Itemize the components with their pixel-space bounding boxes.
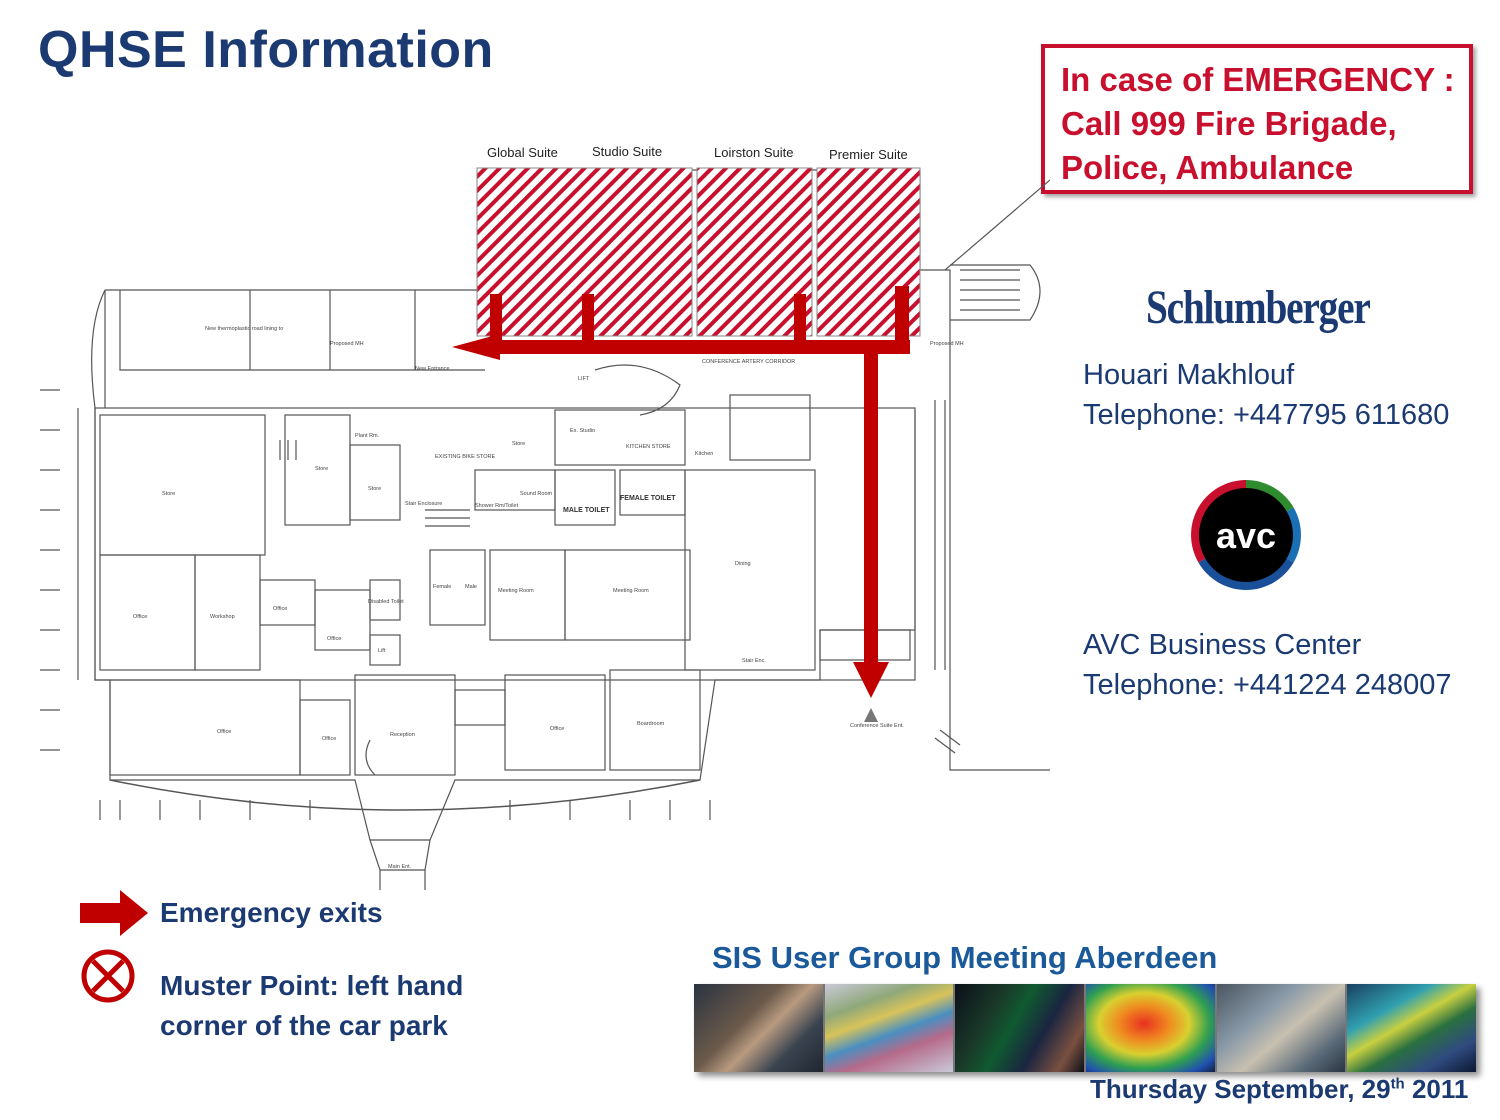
exit-marker — [864, 708, 878, 722]
room-label: Disabled Toilet — [368, 599, 404, 605]
photo-people — [694, 984, 823, 1072]
corridor-label: CONFERENCE ARTERY CORRIDOR — [702, 359, 795, 365]
emergency-line-3: Police, Ambulance — [1061, 149, 1354, 186]
suite-label-loirston: Loirston Suite — [714, 145, 794, 160]
room-label: Proposed MH — [330, 341, 364, 347]
room-label: Lift — [378, 648, 386, 654]
meeting-date-suffix: th — [1390, 1075, 1405, 1093]
room-label: KITCHEN STORE — [626, 444, 671, 450]
room-label: Store — [512, 441, 525, 447]
room-label: Office — [550, 726, 564, 732]
photo-seismic — [824, 984, 954, 1072]
room-label: Office — [322, 736, 336, 742]
room-label: Dining — [735, 561, 751, 567]
right-arrow-icon — [80, 890, 148, 936]
room-label: Store — [162, 491, 175, 497]
room-label: New thermoplastic road lining to — [205, 326, 283, 332]
emergency-notice: In case of EMERGENCY : Call 999 Fire Bri… — [1041, 44, 1473, 194]
avc-logo-text: avc — [1216, 515, 1276, 556]
exit-arrow-left — [452, 334, 500, 360]
room-label: Female — [433, 584, 451, 590]
room-label: Stair Enclosure — [405, 501, 442, 507]
room-label: Sound Room — [520, 491, 553, 497]
contact-person-name: Houari Makhlouf — [1083, 359, 1295, 391]
room-label: Kitchen — [695, 451, 713, 457]
room-label: EXISTING BIKE STORE — [435, 454, 495, 460]
room-label: Meeting Room — [613, 588, 649, 594]
room-label: Office — [133, 614, 147, 620]
floor-plan: Global Suite Studio Suite Loirston Suite… — [40, 144, 1050, 890]
room-label: Store — [368, 486, 381, 492]
photo-control-room — [955, 984, 1085, 1072]
meeting-title: SIS User Group Meeting Aberdeen — [712, 940, 1218, 975]
room-label: Shower Rm/Toilet — [475, 503, 519, 509]
photo-team-review — [1216, 984, 1346, 1072]
room-label: Workshop — [210, 614, 235, 620]
female-toilet-label: FEMALE TOILET — [620, 495, 676, 502]
business-name: AVC Business Center — [1083, 629, 1362, 661]
room-label: Male — [465, 584, 477, 590]
conference-entrance-label: Conference Suite Ent. — [850, 723, 904, 729]
room-label: Meeting Room — [498, 588, 534, 594]
meeting-date: Thursday September, 29th 2011 — [1090, 1074, 1468, 1105]
meeting-date-prefix: Thursday September, 29 — [1090, 1074, 1391, 1104]
room-label: Plant Rm. — [355, 433, 380, 439]
legend-muster-line-2: corner of the car park — [160, 1010, 448, 1041]
photo-strip — [694, 984, 1477, 1072]
exit-arrow-down — [853, 662, 889, 698]
meeting-date-year: 2011 — [1404, 1074, 1469, 1104]
room-label: LIFT — [578, 376, 590, 382]
business-phone: Telephone: +441224 248007 — [1083, 669, 1452, 701]
suite-label-global: Global Suite — [487, 145, 558, 160]
room-label: Ex. Studio — [570, 428, 595, 434]
photo-reservoir-model — [1086, 984, 1215, 1072]
new-entrance-label: New Entrance — [415, 366, 450, 372]
suite-label-premier: Premier Suite — [829, 147, 908, 162]
photo-visualization — [1347, 984, 1477, 1072]
room-label: Office — [327, 636, 341, 642]
legend-exits-label: Emergency exits — [160, 897, 383, 928]
contact-person-phone: Telephone: +447795 611680 — [1083, 399, 1450, 431]
suite-label-studio: Studio Suite — [592, 144, 662, 159]
page-title: QHSE Information — [38, 21, 494, 79]
avc-logo: avc — [1191, 480, 1301, 590]
room-label: Proposed MH — [930, 341, 964, 347]
room-label: Office — [217, 729, 231, 735]
main-entrance-label: Main Ent. — [388, 864, 412, 870]
room-label: Stair Enc. — [742, 658, 766, 664]
legend-muster-line-1: Muster Point: left hand — [160, 970, 464, 1001]
circle-x-icon — [81, 949, 135, 1003]
room-label: Office — [273, 606, 287, 612]
room-label: Reception — [390, 732, 415, 738]
emergency-line-1: In case of EMERGENCY : — [1061, 61, 1455, 98]
room-label: Boardroom — [637, 721, 665, 727]
schlumberger-logo: Schlumberger — [1146, 281, 1371, 334]
emergency-route — [452, 286, 910, 698]
emergency-line-2: Call 999 Fire Brigade, — [1061, 105, 1397, 142]
room-label: Store — [315, 466, 328, 472]
male-toilet-label: MALE TOILET — [563, 507, 610, 514]
